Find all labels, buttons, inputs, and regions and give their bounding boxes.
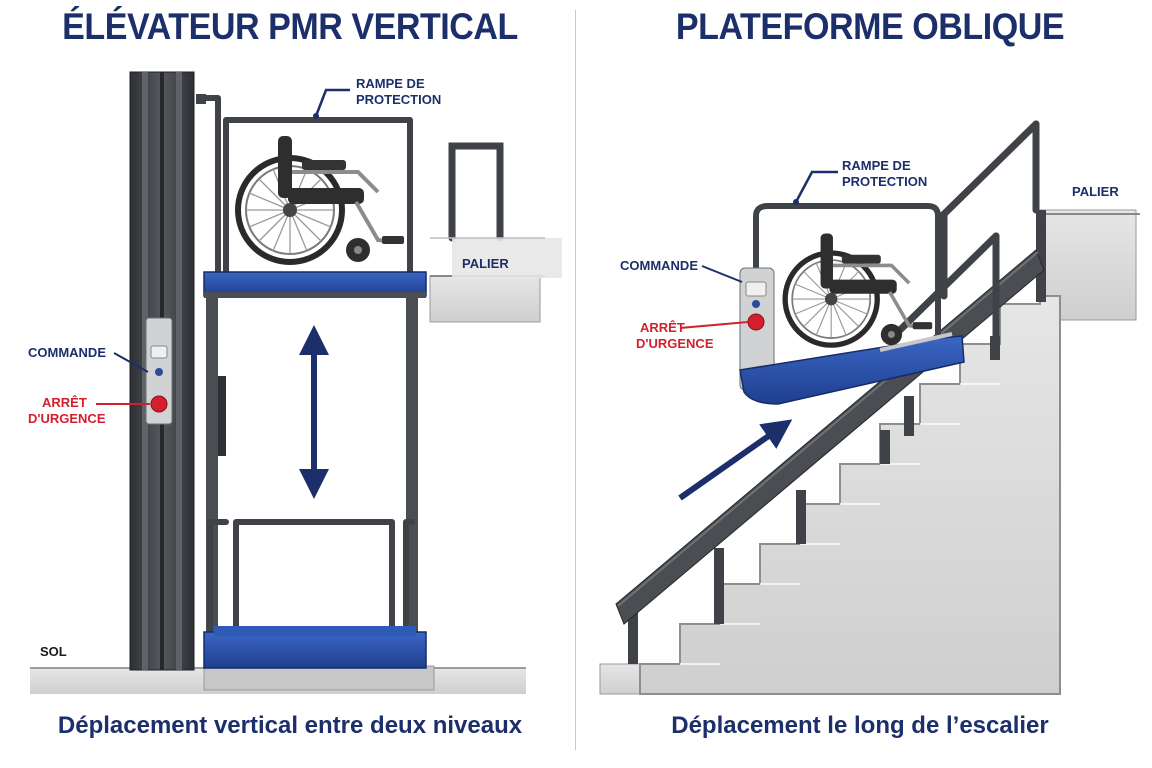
- wheelchair-upper: [238, 136, 404, 262]
- label-arret-line1-right: ARRÊT: [640, 320, 685, 335]
- lower-platform: [203, 631, 427, 669]
- wheelchair-inclined: [785, 234, 932, 346]
- control-panel-left: [145, 317, 173, 425]
- landing-railing: [448, 142, 504, 242]
- label-arret-line2-right: D'URGENCE: [636, 336, 714, 351]
- label-rampe-line1-right: RAMPE DE: [842, 158, 911, 173]
- inclined-platform-illustration: RAMPE DE PROTECTION PALIER COMMANDE ARRÊ…: [599, 120, 1140, 695]
- emergency-stop-button-right: [747, 313, 765, 331]
- emergency-stop-button-left: [150, 395, 168, 413]
- label-rampe-line2-right: PROTECTION: [842, 174, 927, 189]
- lower-protection-rail: [207, 519, 415, 649]
- label-commande-left: COMMANDE: [28, 345, 106, 360]
- upper-landing: [429, 275, 541, 323]
- label-sol: SOL: [40, 644, 67, 659]
- title-inclined-platform: PLATEFORME OBLIQUE: [675, 6, 1065, 47]
- inclined-lift-unit: [739, 203, 965, 405]
- vertical-lift-illustration: RAMPE DE PROTECTION PALIER COMMANDE ARRÊ…: [28, 71, 562, 694]
- caption-vertical-lift: Déplacement vertical entre deux niveaux: [57, 712, 523, 739]
- inclined-movement-arrow: [678, 419, 793, 501]
- label-palier-left: PALIER: [462, 256, 509, 271]
- title-vertical-lift: ÉLÉVATEUR PMR VERTICAL: [62, 6, 518, 47]
- label-arret-line2-left: D'URGENCE: [28, 411, 106, 426]
- caption-inclined-platform: Déplacement le long de l’escalier: [671, 712, 1049, 739]
- label-rampe-line2: PROTECTION: [356, 92, 441, 107]
- inclined-platform-deck: [739, 335, 965, 405]
- stair-handrail: [896, 120, 1040, 352]
- label-rampe-line1: RAMPE DE: [356, 76, 425, 91]
- upper-protection-rail: [197, 95, 413, 279]
- label-arret-line1-left: ARRÊT: [42, 395, 87, 410]
- panel-divider: [575, 10, 576, 750]
- label-commande-right: COMMANDE: [620, 258, 698, 273]
- label-palier-right: PALIER: [1072, 184, 1119, 199]
